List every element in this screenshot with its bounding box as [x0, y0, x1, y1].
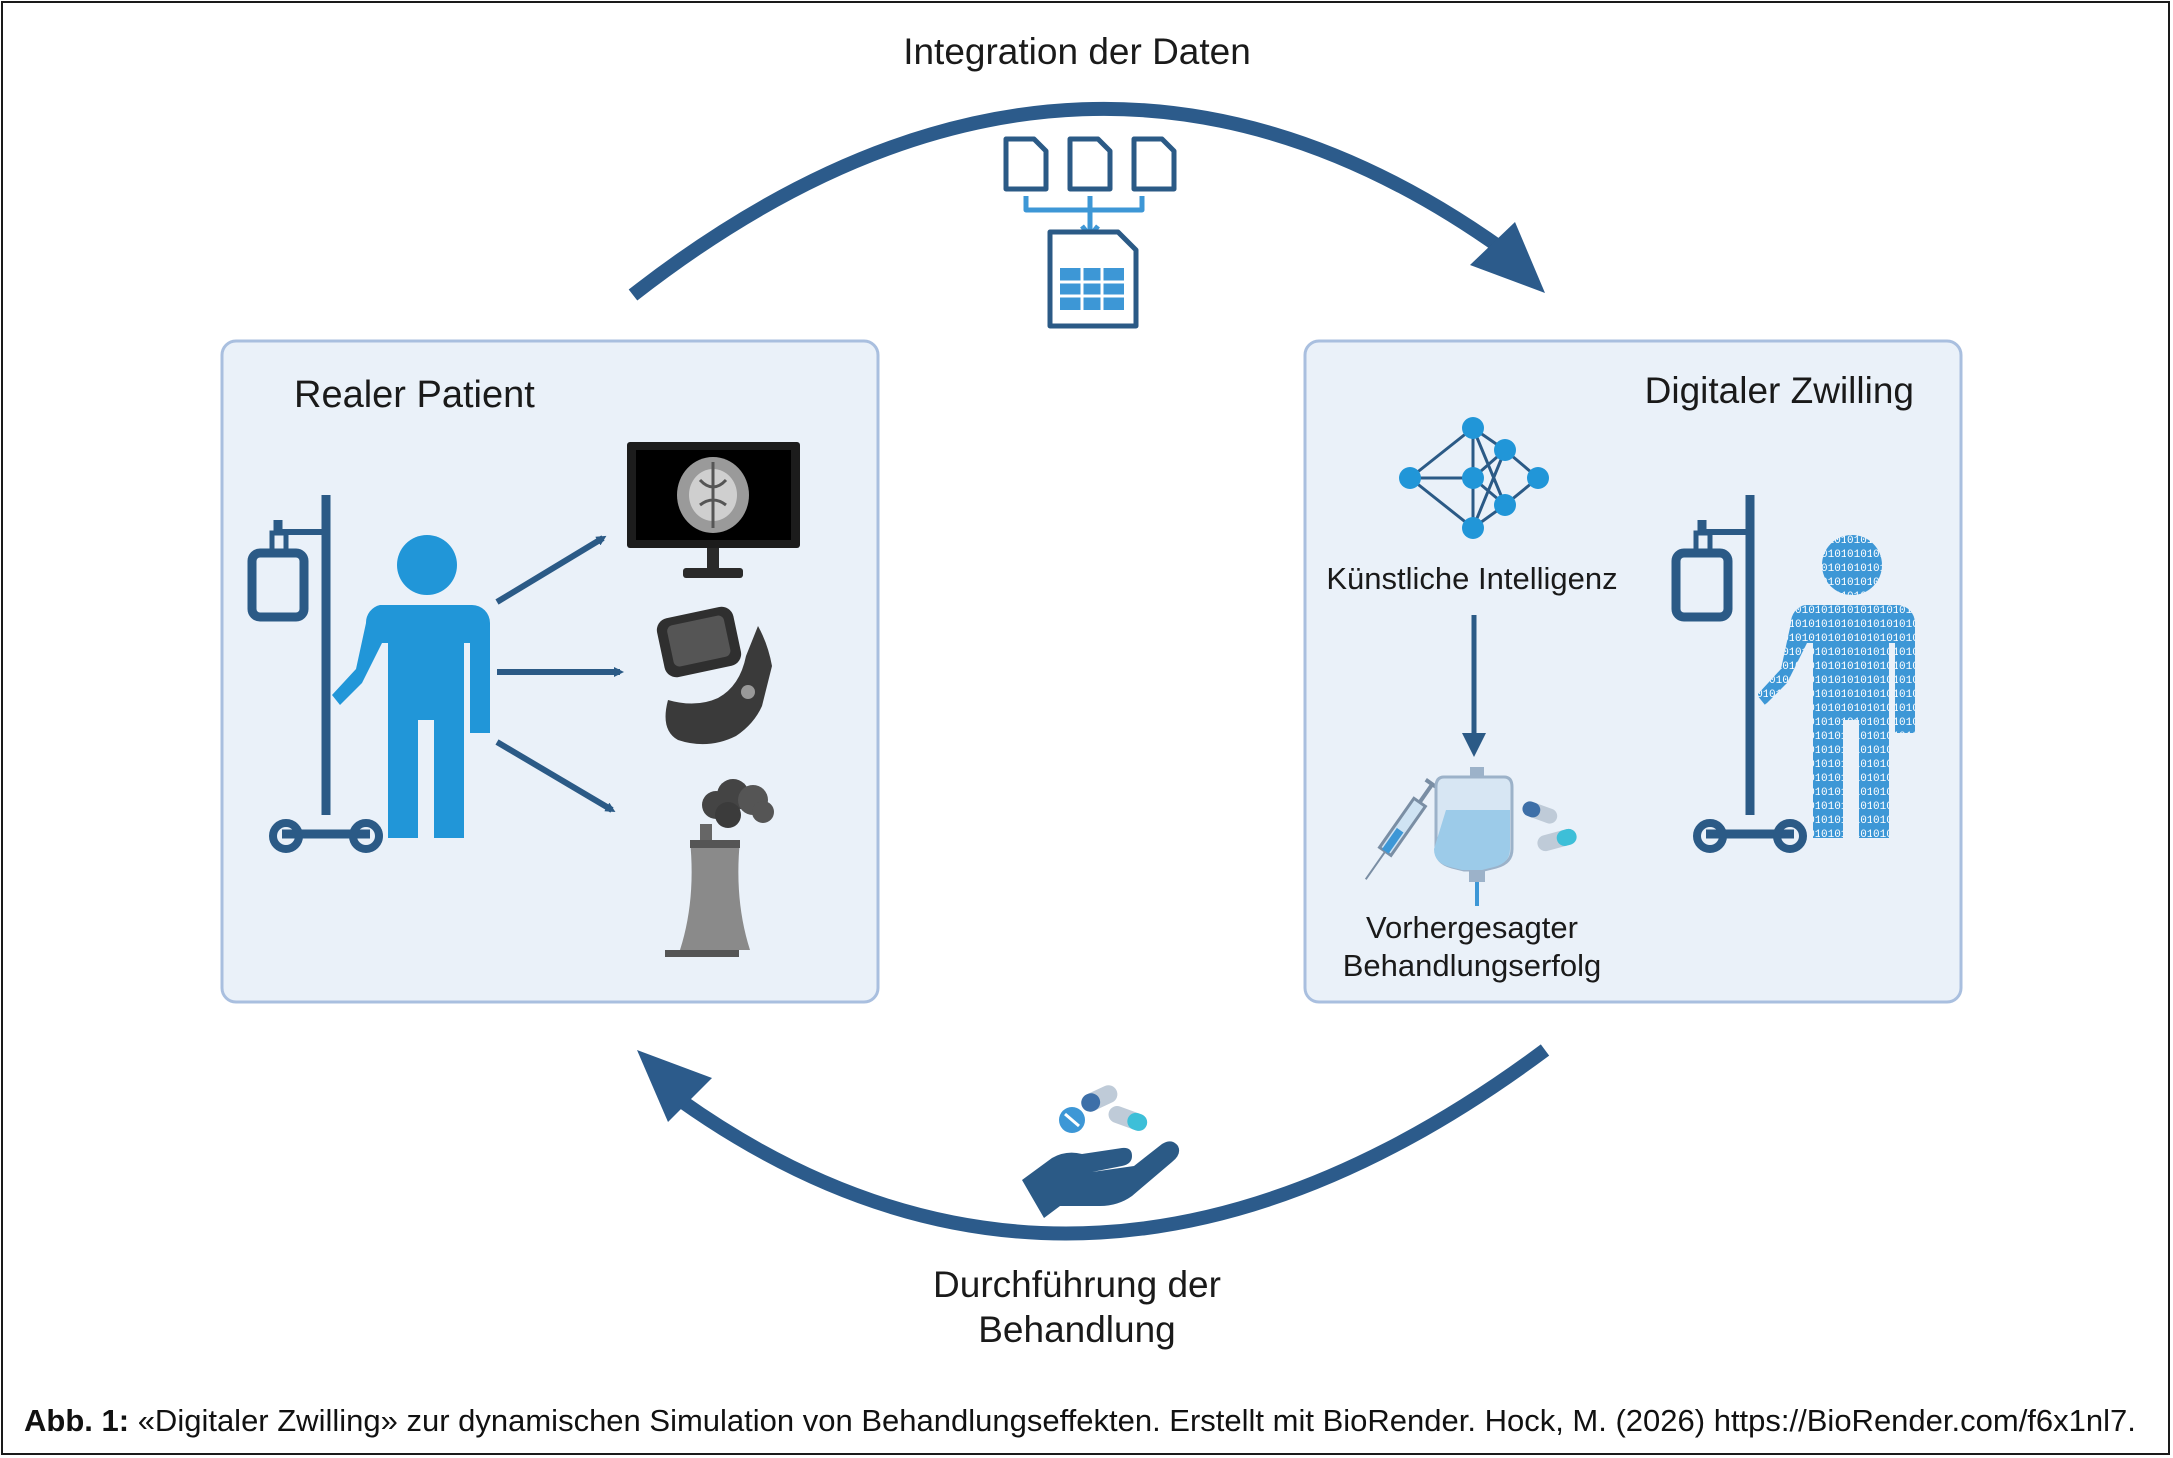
- ai-label: Künstliche Intelligenz: [1326, 561, 1617, 596]
- syringe-icon: [1364, 778, 1440, 880]
- brain-scan-monitor-icon: [627, 442, 800, 578]
- real-patient-title: Realer Patient: [294, 374, 535, 416]
- bottom-arrow-label-line2: Behandlung: [978, 1309, 1176, 1350]
- outcome-label-line2: Behandlungserfolg: [1343, 948, 1602, 983]
- caption-label: Abb. 1:: [24, 1403, 130, 1438]
- digital-twin-diagram: 0101 Integration der Daten Realer Patien…: [220, 31, 1963, 1350]
- patient-arrows: [495, 535, 624, 813]
- bottom-arrow-label-line1: Durchführung der: [933, 1264, 1221, 1305]
- ai-to-outcome-arrow: [1462, 615, 1486, 757]
- real-patient-panel: Realer Patient: [220, 339, 880, 1004]
- iv-stand-icon: [247, 495, 383, 853]
- pills-icon: [1522, 801, 1577, 852]
- outcome-label-line1: Vorhergesagter: [1366, 910, 1578, 945]
- binary-person-icon: [1757, 535, 1915, 838]
- figure-caption: Abb. 1: «Digitaler Zwilling» zur dynamis…: [24, 1403, 2136, 1439]
- top-arrow-head: [1470, 222, 1545, 293]
- documents-merge-icon: [1003, 136, 1177, 329]
- caption-text: «Digitaler Zwilling» zur dynamischen Sim…: [137, 1403, 2136, 1438]
- bottom-arrow-head: [637, 1050, 712, 1122]
- top-cycle-arrow: [628, 101, 1545, 301]
- digital-twin-title: Digitaler Zwilling: [1645, 370, 1914, 411]
- bottom-cycle-arrow: [637, 1044, 1550, 1241]
- top-arrow-label: Integration der Daten: [903, 31, 1251, 72]
- twin-iv-stand-icon: [1671, 495, 1807, 853]
- hand-with-pills-icon: [1022, 1085, 1180, 1218]
- smartwatch-icon: [656, 606, 772, 745]
- iv-bag-icon: [1434, 767, 1514, 906]
- digital-twin-panel: Digitaler Zwilling Künstliche Intelligen…: [1303, 339, 1963, 1004]
- neural-network-icon: [1399, 417, 1549, 539]
- factory-pollution-icon: [665, 779, 774, 957]
- patient-person-icon: [332, 535, 490, 838]
